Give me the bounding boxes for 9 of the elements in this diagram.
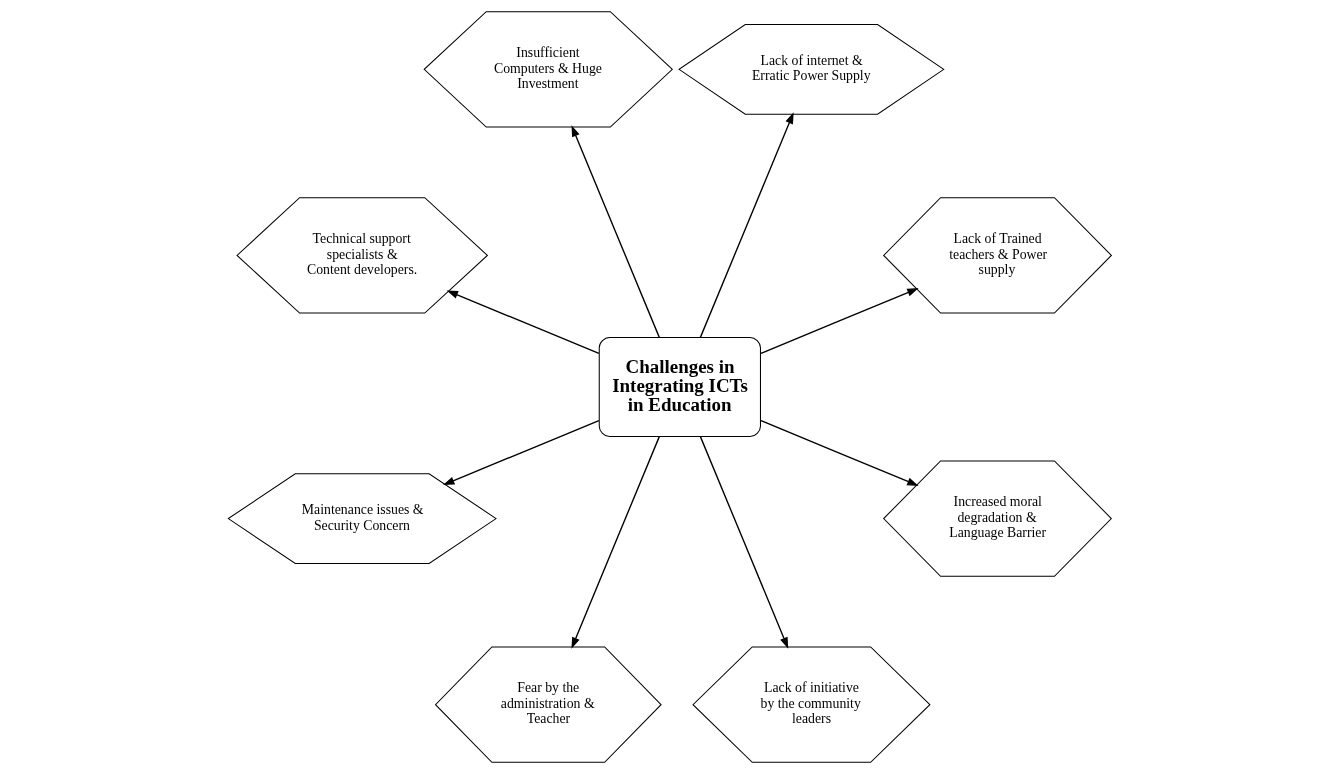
arrow	[443, 419, 600, 486]
arrow	[446, 290, 600, 355]
arrow	[699, 435, 789, 649]
node-box: Challenges in Integrating ICTs in Education	[598, 336, 761, 438]
arrow	[571, 125, 660, 339]
arrow	[699, 112, 794, 339]
arrow	[760, 288, 919, 355]
arrow	[760, 419, 919, 486]
arrow	[571, 435, 660, 649]
